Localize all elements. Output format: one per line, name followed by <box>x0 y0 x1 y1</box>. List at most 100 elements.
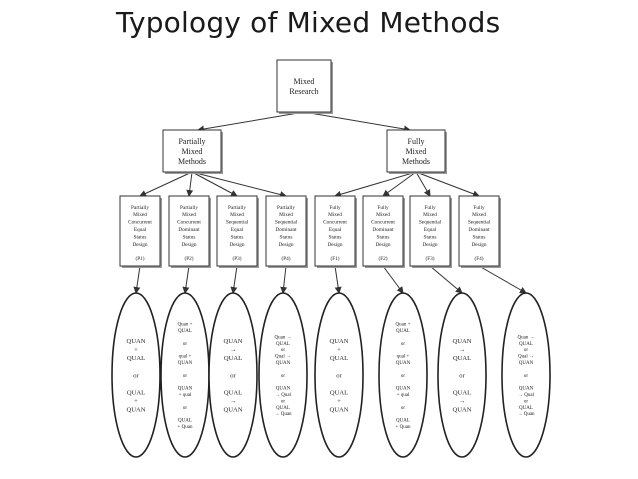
notation-line: + Quan <box>178 425 193 430</box>
notation-line: or <box>336 372 342 379</box>
notation-line: QUAL <box>330 355 348 362</box>
edge-branch-to-design <box>334 171 417 198</box>
edge-design-to-notation <box>478 265 527 294</box>
design-node-f2-label-line: Status <box>377 234 390 240</box>
design-node-p2-label-line: Status <box>183 234 196 240</box>
notation-line: or <box>524 348 529 353</box>
notation-line: + <box>337 347 341 354</box>
notation-line: QUAL <box>396 419 410 424</box>
design-node-f4-label-line: Dominant <box>468 227 490 233</box>
notation-line: Qual → <box>518 355 534 360</box>
design-node-f3-label-line: Status <box>424 234 437 240</box>
edge-branch-to-design <box>415 171 431 197</box>
design-node-f4-label-line: Mixed <box>472 212 486 218</box>
notation-line: or <box>524 374 529 379</box>
notation-line: + <box>134 398 138 405</box>
edge-branch-to-design <box>191 171 287 198</box>
design-node-f4-label-line: Sequential <box>468 220 491 226</box>
design-node-f2-code: (F2) <box>378 255 387 262</box>
notation-line: QUAL <box>127 355 145 362</box>
design-node-p3-label-line: Sequential <box>226 220 249 226</box>
branch-node-fully-mixed-label-line: Fully <box>408 137 425 146</box>
design-node-p3-label-line: Mixed <box>230 212 244 218</box>
design-node-f1-label-line: Status <box>329 234 342 240</box>
design-node-f1-label-line: Equal <box>329 227 342 233</box>
design-node-p1: PartiallyMixedConcurrentEqualStatusDesig… <box>119 195 162 268</box>
design-node-f1: FullyMixedConcurrentEqualStatusDesign(F1… <box>314 195 357 268</box>
notation-line: or <box>183 374 188 379</box>
notation-line: QUAL <box>396 329 410 334</box>
notation-line: QUAN <box>126 407 145 414</box>
notation-line: QUAL <box>178 329 192 334</box>
design-node-f4-label-line: Design <box>471 242 486 248</box>
notation-line: Quan + <box>178 323 193 328</box>
design-node-p2-label-line: Concurrent <box>177 220 201 226</box>
design-node-p1-label-line: Equal <box>134 227 147 233</box>
edge-root-to-branch <box>303 111 411 133</box>
diagram-nodes: MixedResearchPartiallyMixedMethodsFullyM… <box>111 59 551 458</box>
design-node-p2: PartiallyMixedConcurrentDominantStatusDe… <box>168 195 211 268</box>
design-node-f2-label-line: Concurrent <box>371 220 395 226</box>
design-node-p4-label-line: Dominant <box>275 227 297 233</box>
notation-line: Quan → <box>274 335 291 340</box>
slide-title: Typology of Mixed Methods <box>116 6 501 39</box>
notation-line: → <box>459 347 466 354</box>
notation-line: QUAN <box>276 387 291 392</box>
notation-line: qual + <box>179 355 192 360</box>
notation-line: QUAN <box>519 387 534 392</box>
design-node-f2-label-line: Fully <box>377 205 389 211</box>
design-node-f4: FullyMixedSequentialDominantStatusDesign… <box>458 195 501 268</box>
notation-line: + Quan <box>396 425 411 430</box>
notation-line: Qual → <box>275 355 291 360</box>
notation-line: or <box>183 406 188 411</box>
notation-line: or <box>230 372 236 379</box>
edge-design-to-notation <box>382 265 404 294</box>
notation-line: QUAL <box>178 419 192 424</box>
notation-line: or <box>183 342 188 347</box>
notation-line: + <box>337 398 341 405</box>
edge-design-to-notation <box>429 265 463 294</box>
notation-line: QUAN <box>178 387 193 392</box>
design-node-f4-label-line: Status <box>473 234 486 240</box>
design-node-p3-label-line: Partially <box>228 205 246 211</box>
edge-design-to-notation <box>230 265 238 294</box>
design-node-p4-label-line: Partially <box>277 205 295 211</box>
notation-line: QUAL <box>519 406 533 411</box>
design-node-f1-label-line: Design <box>327 242 342 248</box>
notation-line: QUAL <box>330 390 348 397</box>
design-node-p4-label-line: Design <box>278 242 293 248</box>
notation-line: + qual <box>397 393 410 398</box>
notation-line: or <box>281 374 286 379</box>
design-node-f3-label-line: Fully <box>424 205 436 211</box>
notation-line: QUAL <box>224 355 242 362</box>
notation-line: → Quan <box>517 412 535 417</box>
branch-node-fully-mixed-label-line: Mixed <box>406 147 427 156</box>
design-node-p1-label-line: Status <box>134 234 147 240</box>
design-node-p2-label-line: Design <box>181 242 196 248</box>
notation-line: QUAL <box>224 390 242 397</box>
notation-line: QUAN <box>452 407 471 414</box>
notation-line: + <box>134 347 138 354</box>
notation-line: QUAN <box>276 361 291 366</box>
edge-branch-to-design <box>382 171 417 197</box>
notation-line: or <box>281 399 286 404</box>
design-node-f4-label-line: Fully <box>473 205 485 211</box>
design-node-f3-label-line: Mixed <box>423 212 437 218</box>
design-node-p4-label-line: Status <box>280 234 293 240</box>
notation-line: qual + <box>397 355 410 360</box>
notation-line: or <box>459 372 465 379</box>
design-node-p1-label-line: Design <box>132 242 147 248</box>
notation-line: QUAL <box>127 390 145 397</box>
branch-node-partially-mixed-label-line: Partially <box>178 137 205 146</box>
notation-line: or <box>133 372 139 379</box>
design-node-p4: PartiallyMixedSequentialDominantStatusDe… <box>265 195 308 268</box>
notation-line: QUAL <box>276 342 290 347</box>
